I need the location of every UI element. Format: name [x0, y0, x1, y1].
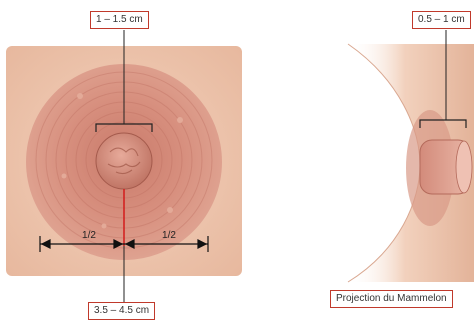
frontal-view: [6, 30, 242, 304]
projection-caption: Projection du Mammelon: [330, 290, 453, 308]
side-nipple-tip: [456, 141, 472, 193]
nipple: [96, 133, 152, 189]
half-left-label: 1/2: [74, 230, 104, 242]
areola-diameter-label: 3.5 – 4.5 cm: [88, 302, 155, 320]
projection-length-label: 0.5 – 1 cm: [412, 11, 471, 29]
nipple-diameter-label: 1 – 1.5 cm: [90, 11, 149, 29]
half-right-label: 1/2: [154, 230, 184, 242]
side-view: [348, 30, 474, 282]
